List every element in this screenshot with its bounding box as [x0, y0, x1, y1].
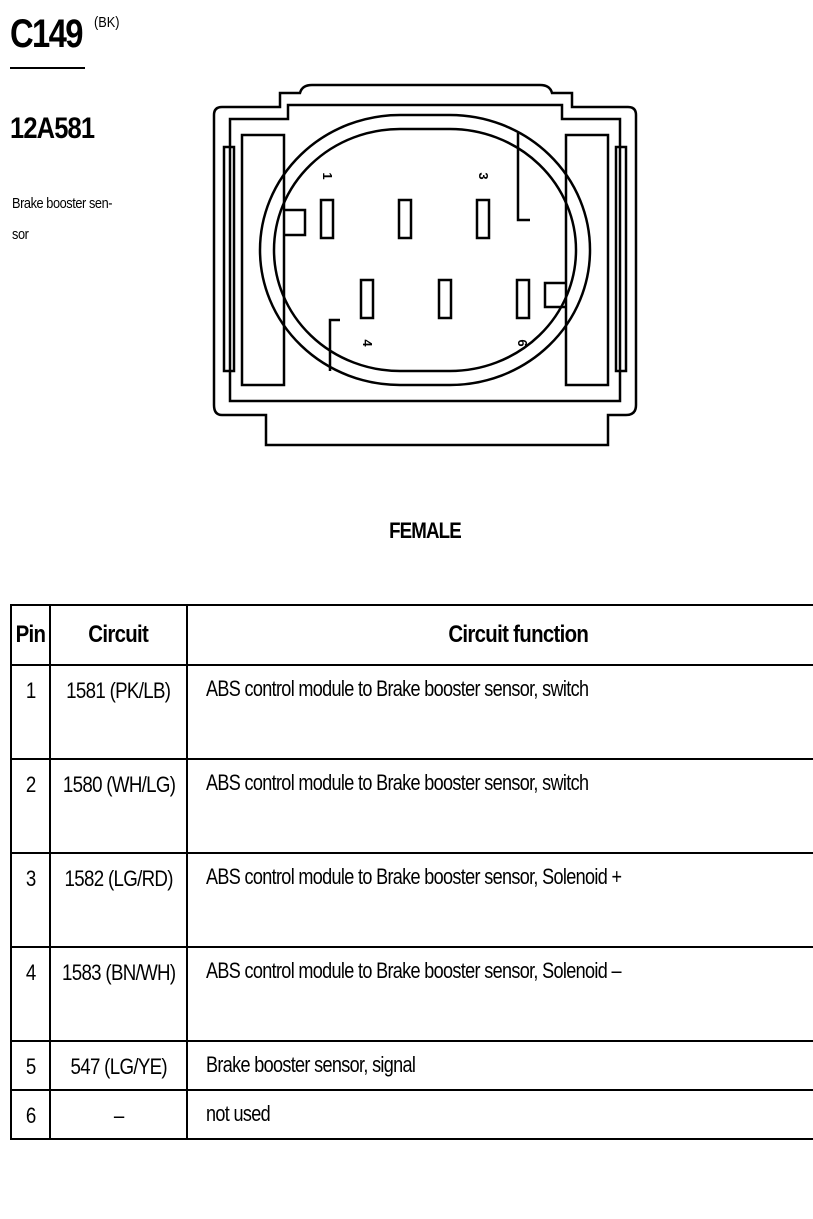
key-notch-bottom-left: [328, 318, 340, 371]
pin-cavity-2: [397, 198, 413, 240]
part-number: 12A581: [10, 112, 95, 145]
connector-oval-inner: [272, 127, 578, 373]
pin-cavity-1: [319, 198, 335, 240]
cell-function: ABS control module to Brake booster sens…: [186, 758, 813, 854]
right-latch-window: [564, 133, 610, 387]
cell-circuit: –: [48, 1089, 189, 1140]
cell-pin: 4: [10, 946, 51, 1042]
connector-gender-label: FEMALE: [389, 518, 462, 543]
pin-cavity-5: [437, 278, 453, 320]
header-circuit: Circuit: [48, 604, 189, 666]
cell-pin: 3: [10, 852, 51, 948]
connector-face-diagram: 1 3 4 6: [212, 83, 638, 447]
housing-inner-outline: [228, 103, 622, 403]
table-header-row: Pin Circuit Circuit function: [10, 604, 813, 666]
pin-label-1: 1: [320, 172, 335, 179]
right-latch: [614, 145, 628, 373]
key-step-left: [284, 208, 307, 237]
table-row: 3 1582 (LG/RD) ABS control module to Bra…: [10, 852, 813, 948]
left-latch: [222, 145, 236, 373]
header-pin: Pin: [10, 604, 51, 666]
table-row: 2 1580 (WH/LG) ABS control module to Bra…: [10, 758, 813, 854]
cell-function: Brake booster sensor, signal: [186, 1040, 813, 1091]
cell-function: not used: [186, 1089, 813, 1140]
key-step-right: [543, 281, 566, 309]
table-row: 5 547 (LG/YE) Brake booster sensor, sign…: [10, 1040, 813, 1091]
cell-pin: 5: [10, 1040, 51, 1091]
cell-function: ABS control module to Brake booster sens…: [186, 664, 813, 760]
connector-description: Brake booster sen- sor: [12, 195, 113, 243]
pin-label-4: 4: [360, 339, 375, 347]
cell-pin: 2: [10, 758, 51, 854]
connector-oval-outer: [258, 113, 592, 387]
pin-label-6: 6: [515, 339, 530, 346]
housing-outline: [212, 83, 638, 447]
connector-id: C149: [10, 12, 83, 56]
left-latch-window: [240, 133, 286, 387]
cell-function: ABS control module to Brake booster sens…: [186, 852, 813, 948]
header-circuit-function: Circuit function: [186, 604, 813, 666]
connector-color-code: (BK): [94, 14, 120, 31]
cell-circuit: 1581 (PK/LB): [48, 664, 189, 760]
pin-cavity-4: [359, 278, 375, 320]
table-row: 1 1581 (PK/LB) ABS control module to Bra…: [10, 664, 813, 760]
pin-label-3: 3: [476, 172, 491, 179]
pin-table: Pin Circuit Circuit function 1 1581 (PK/…: [10, 604, 813, 1140]
cell-circuit: 1582 (LG/RD): [48, 852, 189, 948]
cell-function: ABS control module to Brake booster sens…: [186, 946, 813, 1042]
cell-pin: 1: [10, 664, 51, 760]
cell-pin: 6: [10, 1089, 51, 1140]
cell-circuit: 547 (LG/YE): [48, 1040, 189, 1091]
title-underline: [10, 67, 85, 69]
table-row: 4 1583 (BN/WH) ABS control module to Bra…: [10, 946, 813, 1042]
cell-circuit: 1580 (WH/LG): [48, 758, 189, 854]
key-notch-top-right: [516, 133, 530, 222]
pin-cavity-3: [475, 198, 491, 240]
pin-cavity-6: [515, 278, 531, 320]
cell-circuit: 1583 (BN/WH): [48, 946, 189, 1042]
table-row: 6 – not used: [10, 1089, 813, 1140]
